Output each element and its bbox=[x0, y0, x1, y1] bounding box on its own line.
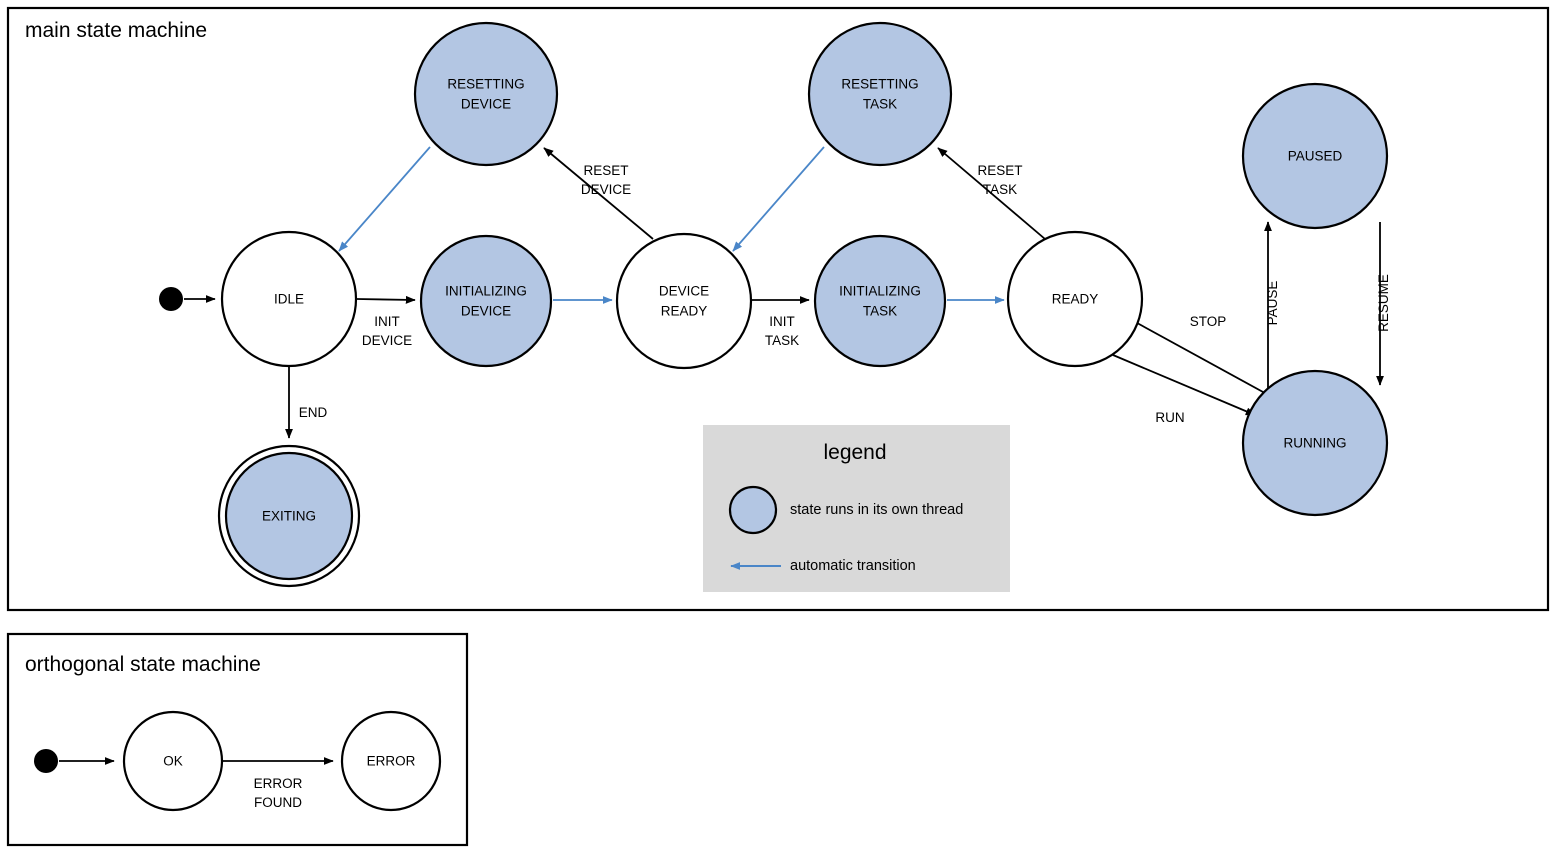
legend-entry-thread-state: state runs in its own thread bbox=[728, 485, 963, 535]
transition-label-stop: STOP bbox=[1190, 314, 1227, 329]
state-exiting[interactable]: EXITING bbox=[217, 444, 361, 588]
transition-resetting-device-to-idle[interactable] bbox=[338, 146, 431, 252]
orthogonal-transitions: ERROR FOUND bbox=[59, 757, 334, 810]
state-ready[interactable]: READY bbox=[1006, 230, 1144, 368]
transition-label-init-task-line1: INIT bbox=[769, 314, 795, 329]
state-running[interactable]: RUNNING bbox=[1241, 369, 1389, 517]
transition-label-reset-task-line2: TASK bbox=[983, 182, 1017, 197]
transition-label-init-device-line2: DEVICE bbox=[362, 333, 412, 348]
legend-entry-auto-transition: automatic transition bbox=[730, 558, 916, 574]
state-resetting-task-label-line1: RESETTING bbox=[841, 77, 918, 92]
transition-running-to-ready[interactable] bbox=[1127, 317, 1264, 393]
state-initializing-task-label-line2: TASK bbox=[863, 304, 897, 319]
transition-resetting-task-to-device-ready[interactable] bbox=[732, 146, 825, 252]
transition-label-resume: RESUME bbox=[1376, 274, 1391, 332]
state-resetting-device-label-line2: DEVICE bbox=[461, 97, 511, 112]
state-initial-pseudostate[interactable] bbox=[159, 287, 183, 311]
state-paused[interactable]: PAUSED bbox=[1241, 82, 1389, 230]
state-resetting-task[interactable]: RESETTING TASK bbox=[807, 21, 953, 167]
state-error[interactable]: ERROR bbox=[340, 710, 442, 812]
state-device-ready-label-line1: DEVICE bbox=[659, 284, 709, 299]
legend-auto-transition-text: automatic transition bbox=[790, 558, 916, 574]
transition-ready-to-resetting-task[interactable] bbox=[937, 147, 1046, 240]
state-resetting-device[interactable]: RESETTING DEVICE bbox=[413, 21, 559, 167]
state-initializing-device[interactable]: INITIALIZING DEVICE bbox=[419, 234, 553, 368]
state-paused-label: PAUSED bbox=[1288, 149, 1343, 164]
state-resetting-task-label-line2: TASK bbox=[863, 97, 897, 112]
state-initializing-device-label-line2: DEVICE bbox=[461, 304, 511, 319]
transition-label-reset-device-line1: RESET bbox=[583, 163, 628, 178]
state-initializing-task[interactable]: INITIALIZING TASK bbox=[813, 234, 947, 368]
state-idle[interactable]: IDLE bbox=[220, 230, 358, 368]
state-device-ready[interactable]: DEVICE READY bbox=[615, 232, 753, 370]
transition-label-init-task-line2: TASK bbox=[765, 333, 799, 348]
state-running-label: RUNNING bbox=[1284, 436, 1347, 451]
state-exiting-label: EXITING bbox=[262, 509, 316, 524]
transition-label-pause: PAUSE bbox=[1265, 281, 1280, 326]
transition-label-reset-device-line2: DEVICE bbox=[581, 182, 631, 197]
transition-label-run: RUN bbox=[1155, 410, 1184, 425]
transition-label-init-device-line1: INIT bbox=[374, 314, 400, 329]
state-orthogonal-initial-pseudostate[interactable] bbox=[34, 749, 58, 773]
state-initializing-task-label-line1: INITIALIZING bbox=[839, 284, 921, 299]
orthogonal-states: OK ERROR bbox=[34, 710, 442, 812]
transition-label-error-found-line2: FOUND bbox=[254, 795, 302, 810]
transition-device-ready-to-resetting-device[interactable] bbox=[543, 147, 654, 240]
transition-idle-to-initializing-device[interactable] bbox=[356, 295, 416, 304]
main-transitions: INIT DEVICE RESET DEVICE INIT TASK RESET… bbox=[184, 146, 1391, 439]
transition-label-reset-task-line1: RESET bbox=[977, 163, 1022, 178]
state-idle-label: IDLE bbox=[274, 292, 304, 307]
state-ready-label: READY bbox=[1052, 292, 1099, 307]
transition-label-end: END bbox=[299, 405, 328, 420]
state-resetting-device-label-line1: RESETTING bbox=[447, 77, 524, 92]
legend-title: legend bbox=[823, 441, 886, 464]
state-initializing-device-label-line1: INITIALIZING bbox=[445, 284, 527, 299]
legend-thread-state-circle-icon bbox=[728, 485, 778, 535]
state-ok-label: OK bbox=[163, 754, 183, 769]
main-states: IDLE RESETTING DEVICE INITIALIZING DEVIC… bbox=[159, 21, 1389, 588]
orthogonal-frame-title: orthogonal state machine bbox=[25, 653, 261, 676]
legend-thread-state-text: state runs in its own thread bbox=[790, 502, 963, 518]
state-error-label: ERROR bbox=[367, 754, 416, 769]
state-ok[interactable]: OK bbox=[122, 710, 224, 812]
transition-label-error-found-line1: ERROR bbox=[254, 776, 303, 791]
state-device-ready-label-line2: READY bbox=[661, 304, 708, 319]
legend: legend state runs in its own thread auto… bbox=[703, 425, 1010, 592]
main-frame-title: main state machine bbox=[25, 19, 207, 42]
transition-ready-to-running[interactable] bbox=[1112, 354, 1256, 416]
